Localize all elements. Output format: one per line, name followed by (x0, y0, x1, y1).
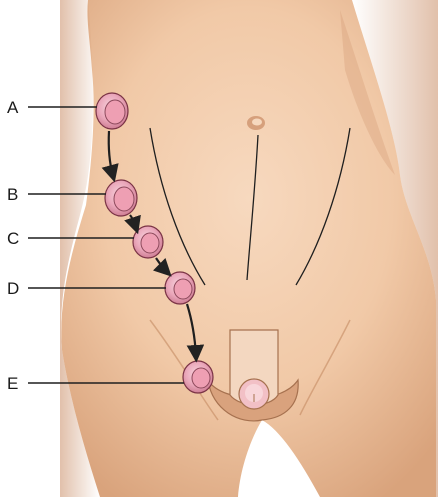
label-e: E (7, 374, 18, 393)
label-d: D (7, 279, 19, 298)
navel (247, 116, 265, 130)
label-a: A (7, 98, 19, 117)
mass-a (96, 93, 128, 129)
mass-d (165, 272, 195, 304)
label-b: B (7, 185, 18, 204)
mass-b (105, 180, 137, 216)
label-c: C (7, 229, 19, 248)
mass-c (133, 226, 163, 258)
mass-e (183, 361, 213, 393)
labels: A B C D E (7, 98, 19, 393)
